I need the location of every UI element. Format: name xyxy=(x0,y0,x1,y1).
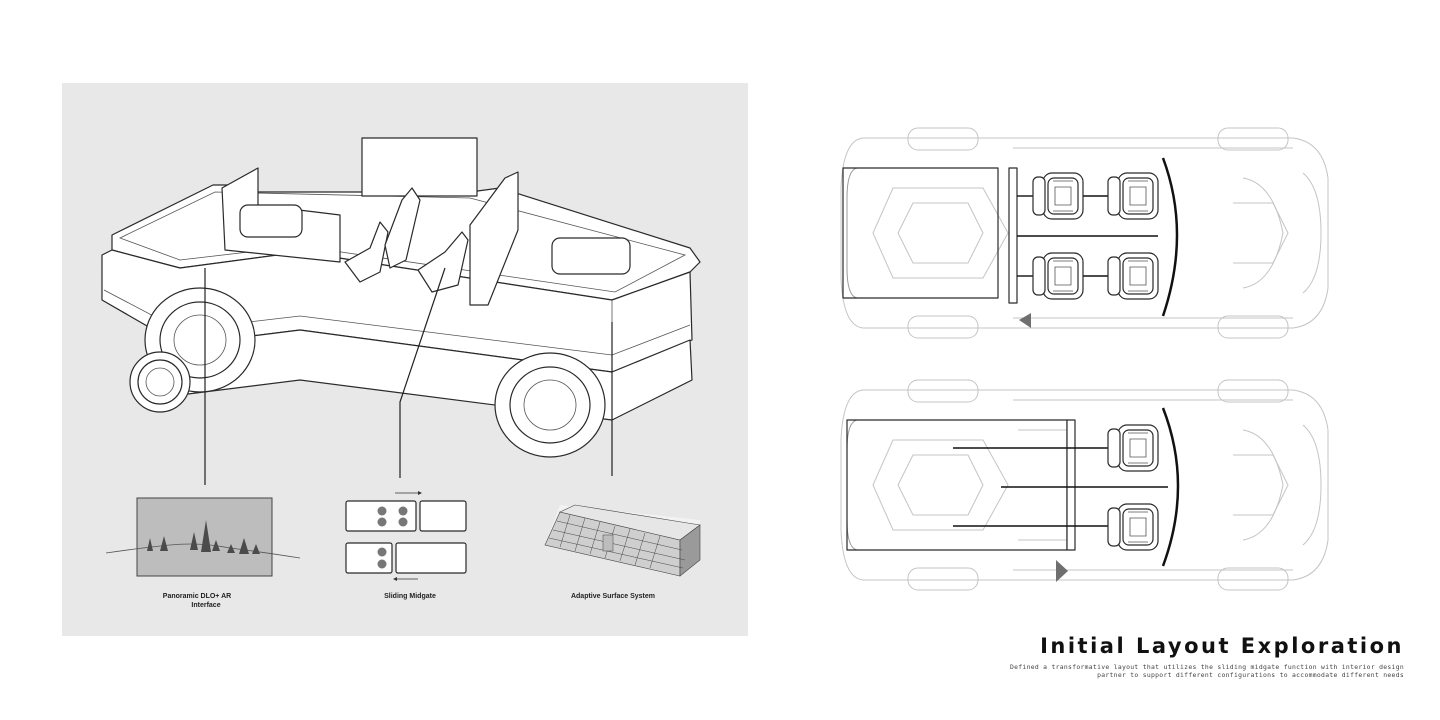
left-panel: Panoramic DLO+ AR Interface Sliding Midg… xyxy=(62,83,748,636)
rear-wheel xyxy=(494,352,606,458)
midgate-panel xyxy=(469,171,519,306)
spare-wheel xyxy=(129,351,191,413)
feature-adaptive-surface: Adaptive Surface System xyxy=(544,504,701,600)
feature-label-panoramic: Panoramic DLO+ AR xyxy=(163,593,231,600)
page-title: Initial Layout Exploration xyxy=(1040,634,1404,658)
feature-label-panoramic-line2: Interface xyxy=(191,602,220,609)
slide-direction-arrow xyxy=(1056,560,1068,582)
feature-label-adaptive: Adaptive Surface System xyxy=(571,593,655,600)
feature-label-midgate: Sliding Midgate xyxy=(384,593,436,600)
plan-four-seat xyxy=(840,127,1329,339)
description-line-1: Defined a transformative layout that uti… xyxy=(1009,663,1404,671)
feature-panoramic-ar: Panoramic DLO+ AR Interface xyxy=(105,497,301,609)
rear-display-panel xyxy=(361,137,478,197)
feature-sliding-midgate: Sliding Midgate xyxy=(345,491,467,600)
vehicle-illustration xyxy=(101,137,701,485)
description-line-2: partner to support different configurati… xyxy=(1097,671,1404,679)
slide-direction-arrow xyxy=(1019,313,1031,328)
plan-two-seat xyxy=(840,379,1329,591)
